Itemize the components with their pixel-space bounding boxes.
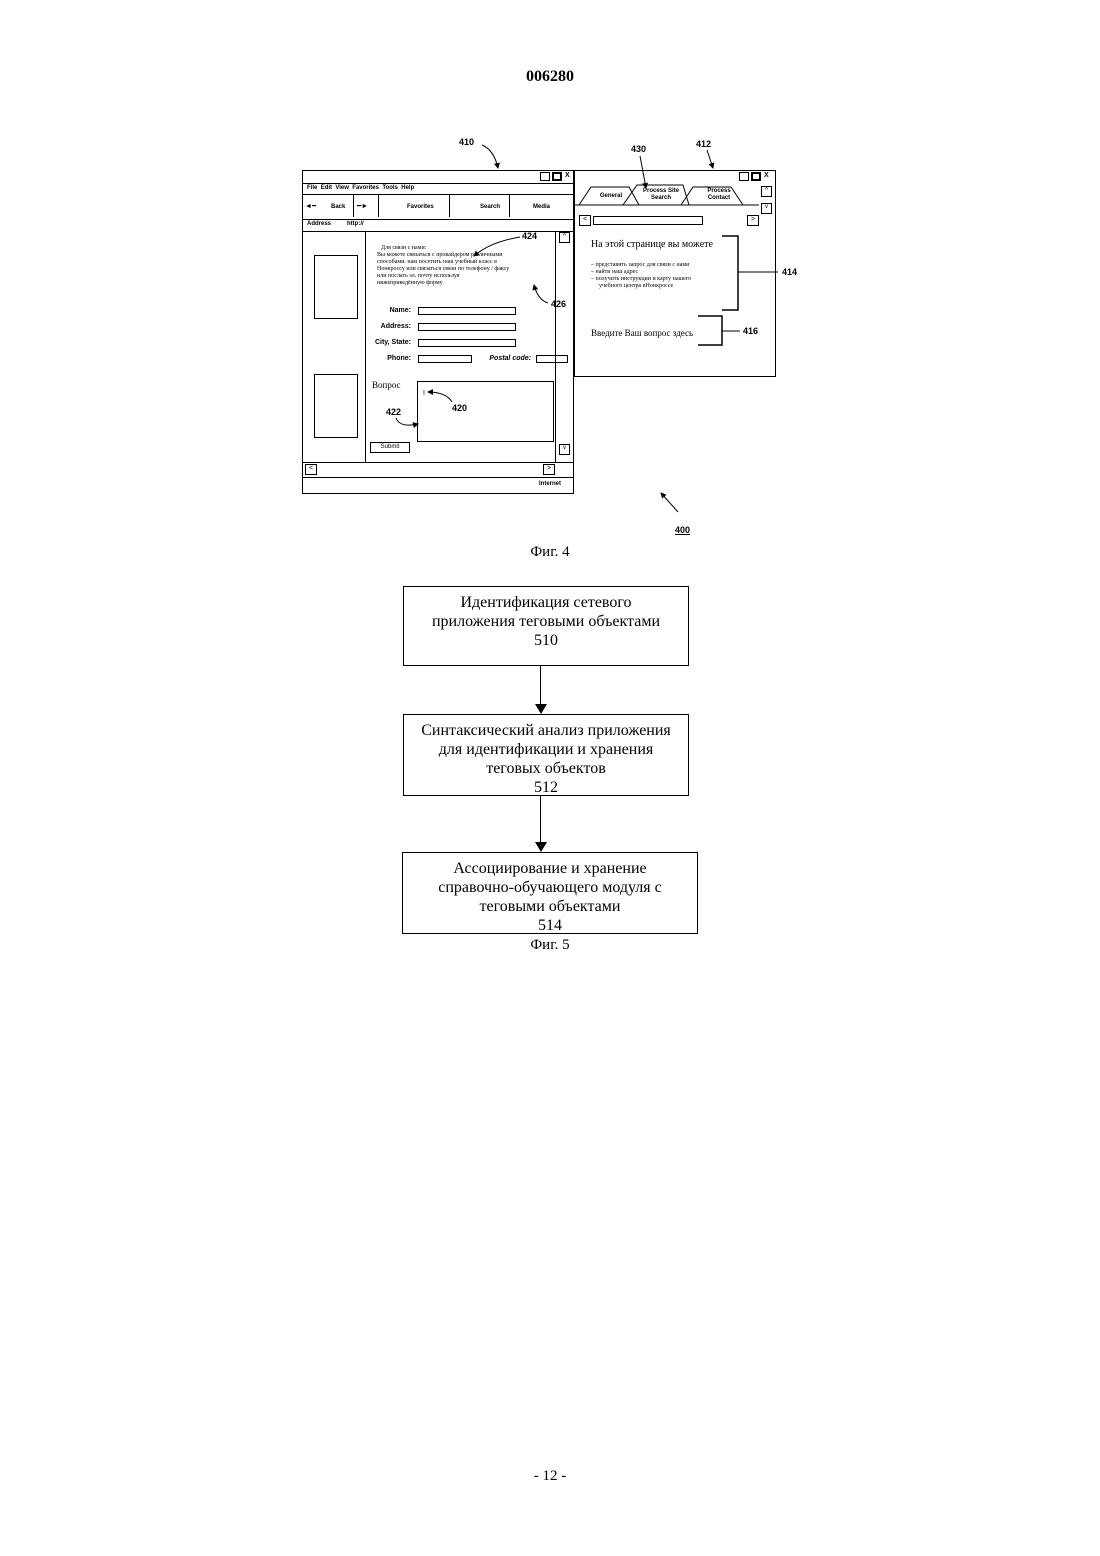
help-item: учебного центра вНонкроссе	[591, 283, 731, 290]
name-field[interactable]	[418, 307, 516, 315]
minimize-icon[interactable]	[540, 172, 550, 181]
scroll-right-button[interactable]: >	[543, 464, 555, 475]
flow-step-510-line-2: приложения теговыми объектами	[404, 612, 688, 631]
help-item: – представить запрос для связи с нами	[591, 262, 731, 269]
back-button[interactable]: Back	[331, 204, 345, 211]
help-close-icon[interactable]: X	[764, 172, 769, 180]
help-title-bar: X	[575, 171, 775, 183]
menu-view[interactable]: View	[335, 185, 349, 191]
contact-intro: Для связи с нами: Вы можете связаться с …	[377, 245, 567, 287]
flow-step-512-line-3: теговых объектов	[404, 759, 688, 778]
city-state-field[interactable]	[418, 339, 516, 347]
forward-arrow-icon[interactable]: ━►	[357, 203, 368, 211]
menu-favorites[interactable]: Favorites	[352, 185, 379, 191]
address-field[interactable]	[418, 323, 516, 331]
sidebar-divider	[365, 231, 366, 462]
figure-5-caption: Фиг. 5	[500, 937, 600, 954]
tab-process-contact[interactable]: Process Contact	[697, 188, 741, 202]
vertical-scrollbar[interactable]	[555, 231, 556, 462]
flow-step-514-line-1: Ассоциирование и хранение	[403, 859, 697, 878]
horizontal-scrollbar[interactable]: < >	[303, 462, 573, 478]
menu-edit[interactable]: Edit	[321, 185, 332, 191]
menu-help[interactable]: Help	[401, 185, 414, 191]
media-button[interactable]: Media	[533, 204, 550, 211]
ref-412: 412	[696, 139, 711, 149]
figure-4-caption: Фиг. 4	[500, 544, 600, 561]
browser-window: X File Edit View Favorites Tools Help ◄━…	[302, 170, 574, 494]
submit-button[interactable]: Submit	[370, 442, 410, 453]
phone-field[interactable]	[418, 355, 472, 363]
help-scroll-left-button[interactable]: <	[579, 215, 591, 226]
postal-code-field[interactable]	[536, 355, 568, 363]
contact-intro-title: Для связи с нами:	[377, 245, 567, 252]
browser-title-bar: X	[303, 171, 573, 184]
tab-general[interactable]: General	[591, 193, 631, 200]
flow-step-510-number: 510	[404, 631, 688, 650]
sidebar-image-bottom	[314, 374, 358, 438]
help-minimize-icon[interactable]	[739, 172, 749, 181]
menu-tools[interactable]: Tools	[382, 185, 398, 191]
help-item: – найти наш адрес	[591, 269, 731, 276]
phone-label: Phone:	[367, 355, 411, 362]
help-question-prompt: Введите Ваш вопрос здесь	[591, 328, 693, 338]
flow-arrow-down-icon	[535, 842, 547, 852]
flow-step-512-number: 512	[404, 778, 688, 796]
flow-step-512-line-1: Синтаксический анализ приложения	[404, 721, 688, 740]
address-bar: Address http://	[303, 219, 573, 232]
scroll-down-button[interactable]: v	[559, 444, 570, 455]
contact-intro-line-1: Вы можете связаться с провайдером различ…	[377, 252, 567, 259]
flow-step-514: Ассоциирование и хранение справочно-обуч…	[402, 852, 698, 934]
ref-400: 400	[675, 525, 690, 535]
menu-bar: File Edit View Favorites Tools Help	[307, 185, 567, 192]
contact-intro-line-3: Нонкроссу или связаться связи по телефон…	[377, 266, 567, 273]
help-scroll-down-button[interactable]: v	[761, 203, 772, 214]
flow-step-510-line-1: Идентификация сетевого	[404, 593, 688, 612]
scroll-left-button[interactable]: <	[305, 464, 317, 475]
search-button[interactable]: Search	[480, 204, 500, 211]
help-scroll-right-button[interactable]: >	[747, 215, 759, 226]
help-items-list: – представить запрос для связи с нами – …	[591, 262, 731, 290]
menu-file[interactable]: File	[307, 185, 317, 191]
address-input[interactable]: http://	[347, 221, 364, 228]
scroll-up-button[interactable]: ^	[559, 232, 570, 243]
flow-step-514-number: 514	[403, 916, 697, 934]
ref-410: 410	[459, 137, 474, 147]
back-arrow-icon[interactable]: ◄━	[305, 203, 316, 211]
address-label: Address	[307, 221, 331, 228]
help-heading: На этой странице вы можете	[591, 239, 713, 250]
flow-step-514-line-3: теговыми объектами	[403, 897, 697, 916]
toolbar: ◄━ Back ━► Favorites Search Media	[303, 194, 573, 220]
city-state-label: City, State:	[367, 339, 411, 346]
help-panel: X General Process Site Search Process Co…	[574, 170, 776, 377]
help-scroll-up-button[interactable]: ^	[761, 186, 772, 197]
address-field-label: Address:	[367, 323, 411, 330]
maximize-icon[interactable]	[552, 172, 562, 181]
page-number: - 12 -	[0, 1468, 1100, 1485]
name-label: Name:	[367, 307, 411, 314]
ref-414: 414	[782, 267, 797, 277]
sidebar-image-top	[314, 255, 358, 319]
close-icon[interactable]: X	[565, 172, 570, 180]
status-zone: Internet	[539, 481, 561, 488]
tab-process-site-search[interactable]: Process Site Search	[635, 188, 687, 202]
flow-step-512-line-2: для идентификации и хранения	[404, 740, 688, 759]
postal-code-label: Postal code:	[475, 355, 531, 362]
contact-intro-line-2: способами. нам посетить наш учебный клас…	[377, 259, 567, 266]
help-maximize-icon[interactable]	[751, 172, 761, 181]
flow-connector-2	[540, 796, 541, 844]
flow-step-514-line-2: справочно-обучающего модуля с	[403, 878, 697, 897]
question-label: Вопрос	[372, 380, 401, 390]
ref-430: 430	[631, 144, 646, 154]
flow-step-512: Синтаксический анализ приложения для иде…	[403, 714, 689, 796]
flow-step-510: Идентификация сетевого приложения теговы…	[403, 586, 689, 666]
help-item: – получить инструкции и карту нашего	[591, 276, 731, 283]
favorites-button[interactable]: Favorites	[407, 204, 434, 211]
question-textarea[interactable]: I	[417, 381, 554, 442]
contact-intro-line-4: или послать эл. почту используя	[377, 273, 567, 280]
help-horizontal-scrollbar[interactable]	[593, 216, 703, 225]
flow-arrow-down-icon	[535, 704, 547, 714]
contact-intro-line-5: нижеприведённую форму	[377, 280, 567, 287]
text-cursor-icon: I	[423, 390, 425, 398]
